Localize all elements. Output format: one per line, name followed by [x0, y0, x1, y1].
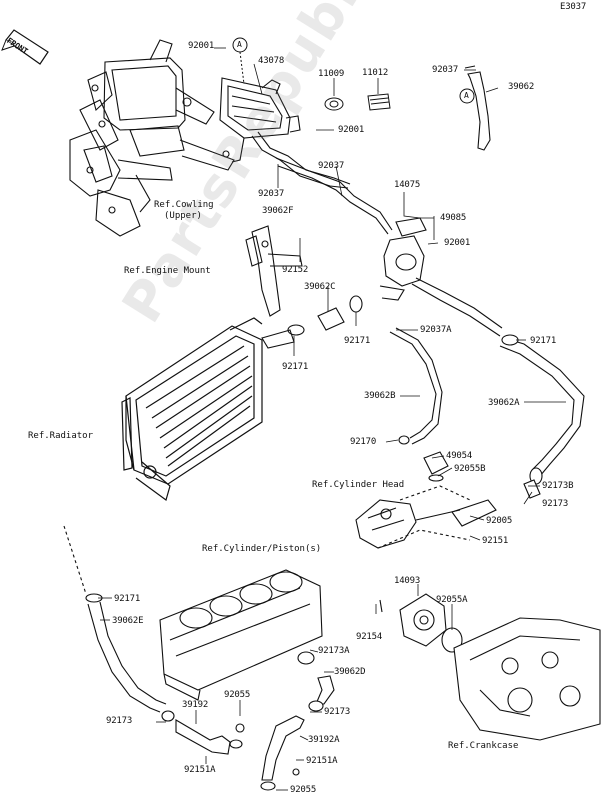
part-label: 92171: [114, 594, 141, 604]
part-label: 14075: [394, 180, 421, 190]
part-label: 92001: [338, 125, 365, 135]
hose-39062d: [297, 651, 335, 712]
part-label: 92171: [344, 336, 371, 346]
part-label: 92154: [356, 632, 383, 642]
hose-39062e: [63, 525, 175, 722]
ref-cylinder-piston: Ref.Cylinder/Piston(s): [202, 544, 322, 554]
part-label: 43078: [258, 56, 285, 66]
diagram-code: E3037: [560, 2, 587, 12]
part-label: 92055: [290, 785, 317, 795]
part-label: 92001: [188, 41, 215, 51]
callout-circle-a-top: [232, 37, 248, 85]
part-label: 39062: [508, 82, 535, 92]
part-label: 39062E: [112, 616, 144, 626]
part-label: 92173: [324, 707, 351, 717]
part-label: 92173: [542, 499, 569, 509]
part-label: 92151A: [184, 765, 216, 775]
front-arrow-icon: [1, 29, 49, 65]
part-label: 92037: [258, 189, 285, 199]
ref-cylinder-head: Ref.Cylinder Head: [312, 480, 405, 490]
leader-lines: [98, 47, 566, 791]
part-label: 39062A: [488, 398, 520, 408]
part-label: 92055: [224, 690, 251, 700]
part-label: 39192: [182, 700, 209, 710]
callout-circle-a-right: [459, 88, 475, 104]
part-label: 39192A: [308, 735, 340, 745]
part-label: 92173: [106, 716, 133, 726]
part-label: 39062D: [334, 667, 366, 677]
thermostat-housing: [379, 217, 503, 337]
hose-39062a: [499, 334, 585, 499]
part-label: 92173B: [542, 481, 574, 491]
part-label: 49085: [440, 213, 467, 223]
part-label: 39062B: [364, 391, 396, 401]
reservoir-tank: [219, 77, 351, 189]
part-label: 92171: [282, 362, 309, 372]
ref-crankcase: Ref.Crankcase: [448, 741, 519, 751]
crankcase: [453, 617, 601, 741]
ref-cowling-sub: (Upper): [164, 211, 202, 221]
ref-cowling: Ref.Cowling: [154, 200, 214, 210]
ref-engine-mount: Ref.Engine Mount: [124, 266, 211, 276]
part-label: 11012: [362, 68, 389, 78]
hose-39062: [464, 65, 491, 151]
radiator: [121, 317, 263, 501]
part-label: 92005: [486, 516, 513, 526]
water-outlet: [355, 451, 497, 549]
reservoir-caps: [324, 93, 391, 111]
part-label: 92170: [350, 437, 377, 447]
part-label: 92152: [282, 265, 309, 275]
callout-a-right: A: [464, 91, 469, 100]
part-label: 92151A: [306, 756, 338, 766]
part-label: 92037A: [420, 325, 452, 335]
part-label: 92055A: [436, 595, 468, 605]
hose-39062c: [261, 295, 363, 349]
part-label: 92037: [318, 161, 345, 171]
part-label: 49054: [446, 451, 473, 461]
part-label: 92055B: [454, 464, 486, 474]
part-label: 92173A: [318, 646, 350, 656]
hose-39062b: [389, 327, 443, 445]
part-label: 39062F: [262, 206, 294, 216]
part-label: 92037: [432, 65, 459, 75]
part-label: 92151: [482, 536, 509, 546]
part-label: 14093: [394, 576, 421, 586]
engine-mount-bracket: [245, 225, 303, 317]
callout-a-top: A: [237, 40, 242, 49]
part-label: 92171: [530, 336, 557, 346]
ref-radiator: Ref.Radiator: [28, 431, 94, 441]
part-label: 11009: [318, 69, 345, 79]
hose-39062f: [275, 157, 393, 235]
cylinder-block: [159, 569, 323, 701]
part-label: 39062C: [304, 282, 336, 292]
cowling-bracket: [69, 39, 235, 237]
pipe-39192: [175, 719, 245, 755]
part-label: 92001: [444, 238, 471, 248]
pipe-39192a: [260, 715, 305, 791]
